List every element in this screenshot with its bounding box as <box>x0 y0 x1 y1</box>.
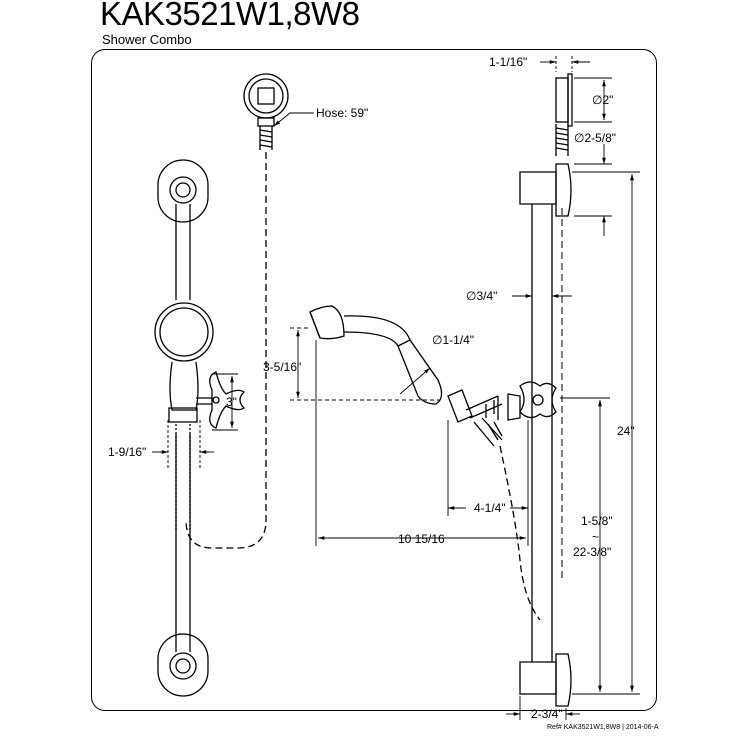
adjust-min-label: 1-5/8" <box>581 514 613 528</box>
front-dimension-lines <box>152 373 238 470</box>
total-height-label: 24" <box>617 424 635 438</box>
hose-length-label: Hose: 59" <box>316 106 368 120</box>
slide-bar-side <box>519 163 572 707</box>
side-dimension-lines <box>290 56 640 720</box>
holder-height-label: 3" <box>226 395 237 409</box>
reach-label: 10 15/16 <box>398 532 445 546</box>
product-title: KAK3521W1,8W8 <box>100 0 360 32</box>
front-view <box>152 73 289 697</box>
adjust-max-label: 22-3/8" <box>573 545 611 559</box>
hand-shower-side <box>309 305 557 447</box>
side-view <box>309 73 573 707</box>
hose-path-front <box>185 152 267 549</box>
product-subtitle: Shower Combo <box>102 32 192 47</box>
bar-spacing-label: 1-9/16" <box>108 445 146 459</box>
wall-outlet-front <box>243 73 289 150</box>
adjust-tilde-label: ~ <box>592 530 599 544</box>
flange-diameter-label: ∅2-5/8" <box>574 131 616 145</box>
bar-diameter-label: ∅3/4" <box>466 289 497 303</box>
head-height-label: 3-5/16" <box>263 360 301 374</box>
base-depth-label: 2-3/4" <box>531 707 563 721</box>
top-width-label: 1-1/16" <box>489 55 527 69</box>
slide-bar-front <box>157 159 209 697</box>
hose-path-side <box>499 445 541 621</box>
holder-offset-label: 4-1/4" <box>474 501 506 515</box>
hand-shower-front <box>154 302 246 532</box>
outlet-diameter-label: ∅2" <box>592 93 613 107</box>
handle-diameter-label: ∅1-1/4" <box>432 333 474 347</box>
drawing-frame <box>91 49 657 711</box>
wall-outlet-side <box>555 73 573 156</box>
reference-footer: Ref# KAK3521W1,8W8 | 2014-06-A <box>547 724 659 731</box>
